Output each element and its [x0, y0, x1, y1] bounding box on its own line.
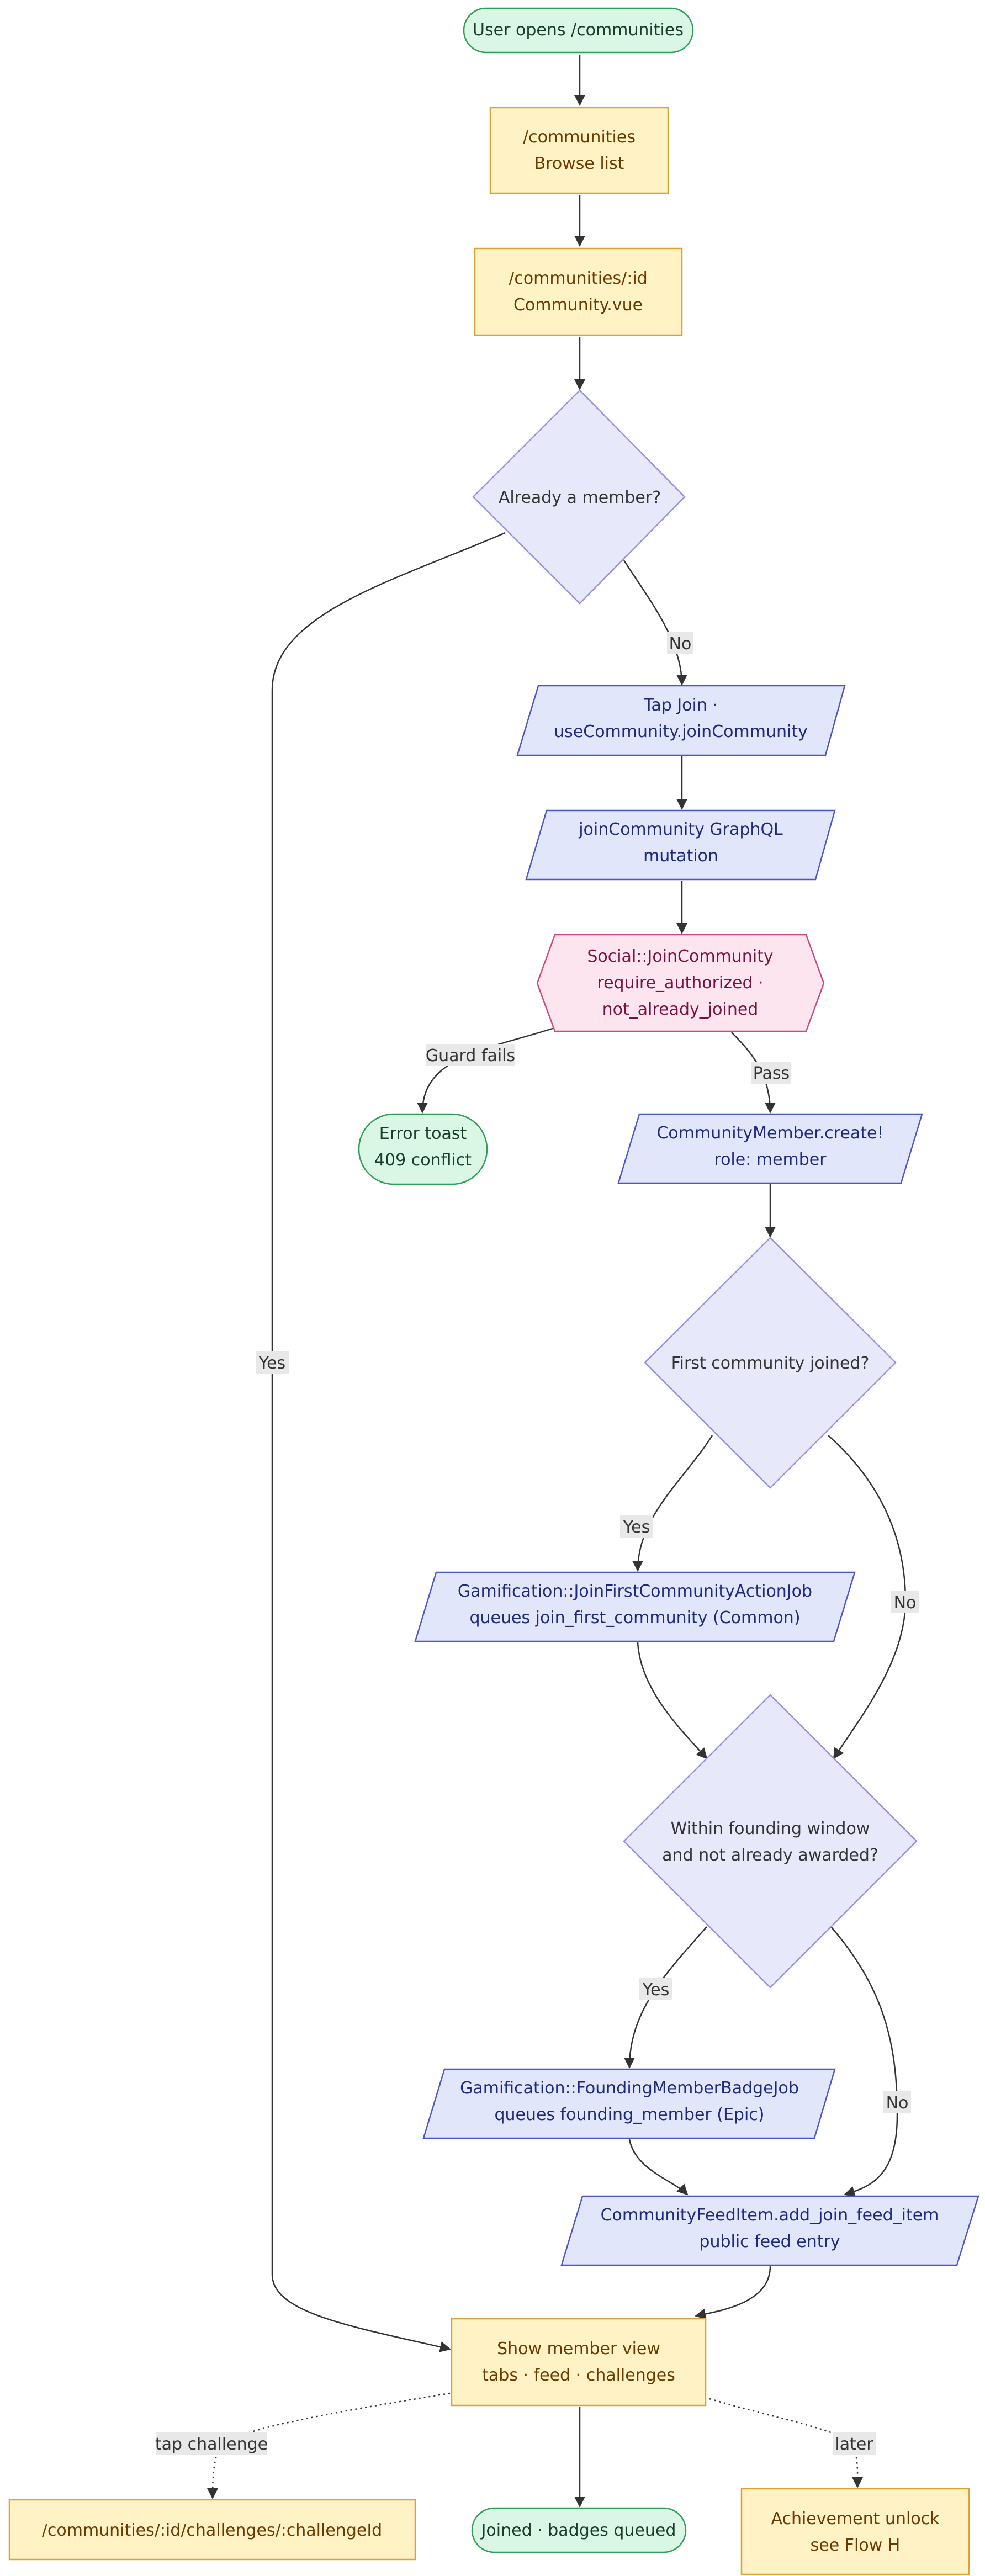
node-guard-line2: require_authorized ·	[597, 973, 763, 993]
node-already-member: Already a member?	[472, 389, 686, 605]
edge-decision-tapjoin	[623, 560, 687, 686]
node-guard-line3: not_already_joined	[602, 1000, 759, 1019]
node-member-view: Show member view tabs · feed · challenge…	[451, 2318, 707, 2407]
node-first-joined-text: First community joined?	[671, 1354, 870, 1373]
node-feed-item-line1: CommunityFeedItem.add_join_feed_item	[601, 2206, 939, 2225]
node-member-view-line1: Show member view	[497, 2339, 660, 2358]
node-achievement-line1: Achievement unlock	[771, 2509, 940, 2529]
edge-founding-feed	[830, 1926, 898, 2197]
edge-label-pass: Pass	[751, 1062, 791, 1084]
node-first-job-line1: Gamification::JoinFirstCommunityActionJo…	[458, 1582, 812, 1601]
node-community: /communities/:id Community.vue	[474, 247, 683, 336]
edge-label-yes-first-text: Yes	[623, 1518, 650, 1537]
edge-label-yes-first: Yes	[620, 1515, 653, 1538]
node-founding-job: Gamification::FoundingMemberBadgeJob que…	[422, 2068, 836, 2139]
edge-labels: No Yes Guard fails Pass Yes No Yes No	[155, 632, 919, 2455]
node-already-member-text: Already a member?	[499, 488, 661, 507]
edge-feed-memberview	[695, 2266, 771, 2320]
node-member-create: CommunityMember.create! role: member	[617, 1113, 923, 1184]
edge-foundingjob-feed	[628, 2139, 689, 2196]
node-mutation-line2: mutation	[643, 846, 718, 866]
node-joined-text: Joined · badges queued	[480, 2521, 676, 2540]
nodes: User opens /communities /communities Bro…	[8, 7, 979, 2575]
node-founding-window-line1: Within founding window	[671, 1819, 870, 1838]
node-founding-window-line2: and not already awarded?	[662, 1846, 878, 1865]
node-first-job: Gamification::JoinFirstCommunityActionJo…	[414, 1571, 856, 1642]
edge-label-guard-fails-text: Guard fails	[426, 1046, 515, 1066]
edge-label-no-first: No	[891, 1591, 919, 1613]
node-browse-line1: /communities	[523, 128, 636, 147]
node-browse-line2: Browse list	[534, 154, 624, 173]
edge-label-yes-founding-text: Yes	[642, 1980, 669, 2000]
edge-label-no-join-text: No	[669, 634, 692, 654]
edge-label-tap-challenge: tap challenge	[155, 2432, 268, 2455]
edge-label-later: later	[833, 2432, 876, 2455]
node-error-toast-line1: Error toast	[379, 1124, 467, 1143]
edge-label-later-text: later	[835, 2435, 873, 2454]
node-founding-window: Within founding window and not already a…	[623, 1694, 918, 1989]
node-error-toast: Error toast 409 conflict	[358, 1113, 488, 1185]
node-feed-item-line2: public feed entry	[699, 2232, 840, 2251]
node-member-create-line1: CommunityMember.create!	[656, 1123, 883, 1143]
node-start-text: User opens /communities	[473, 20, 684, 40]
node-first-job-line2: queues join_first_community (Common)	[469, 1608, 800, 1628]
edge-label-pass-text: Pass	[753, 1064, 790, 1083]
node-challenge: /communities/:id/challenges/:challengeId	[8, 2499, 416, 2561]
edge-label-no-join: No	[667, 632, 693, 654]
node-mutation: joinCommunity GraphQL mutation	[525, 809, 836, 881]
node-first-joined: First community joined?	[644, 1237, 897, 1489]
node-mutation-line1: joinCommunity GraphQL	[578, 820, 783, 839]
node-achievement-line2: see Flow H	[811, 2536, 901, 2555]
node-joined: Joined · badges queued	[471, 2507, 687, 2553]
node-challenge-text: /communities/:id/challenges/:challengeId	[42, 2521, 382, 2540]
edge-memberview-challenge	[207, 2392, 451, 2499]
node-community-line2: Community.vue	[513, 295, 643, 315]
node-tap-join: Tap Join · useCommunity.joinCommunity	[516, 685, 846, 756]
edge-label-yes-founding: Yes	[639, 1978, 672, 2000]
edge-first-job	[632, 1435, 713, 1572]
node-tap-join-line2: useCommunity.joinCommunity	[554, 722, 808, 741]
edge-memberview-achievement	[709, 2398, 864, 2488]
edge-firstjob-founding	[637, 1642, 708, 1759]
node-start: User opens /communities	[463, 7, 694, 54]
node-member-view-line2: tabs · feed · challenges	[482, 2366, 675, 2385]
edge-label-guard-fails: Guard fails	[426, 1044, 515, 1066]
edge-label-no-first-text: No	[894, 1593, 917, 1613]
edge-decision-memberview	[271, 532, 506, 2352]
edge-label-yes-member: Yes	[256, 1351, 289, 1374]
node-error-toast-line2: 409 conflict	[374, 1151, 472, 1170]
node-guard-line1: Social::JoinCommunity	[587, 947, 773, 966]
edge-label-yes-member-text: Yes	[258, 1354, 285, 1373]
node-achievement: Achievement unlock see Flow H	[740, 2488, 970, 2575]
node-feed-item: CommunityFeedItem.add_join_feed_item pub…	[560, 2195, 979, 2266]
node-guard: Social::JoinCommunity require_authorized…	[536, 934, 825, 1032]
edge-guard-error	[417, 1026, 558, 1114]
node-community-line1: /communities/:id	[509, 269, 648, 288]
node-founding-job-line2: queues founding_member (Epic)	[494, 2105, 764, 2124]
edge-label-no-founding: No	[883, 2091, 911, 2113]
node-member-create-line2: role: member	[714, 1150, 827, 1169]
node-founding-job-line1: Gamification::FoundingMemberBadgeJob	[460, 2079, 799, 2098]
edge-label-tap-challenge-text: tap challenge	[155, 2435, 268, 2454]
node-browse: /communities Browse list	[489, 107, 669, 194]
node-tap-join-line1: Tap Join ·	[643, 696, 718, 715]
edge-label-no-founding-text: No	[886, 2093, 909, 2113]
